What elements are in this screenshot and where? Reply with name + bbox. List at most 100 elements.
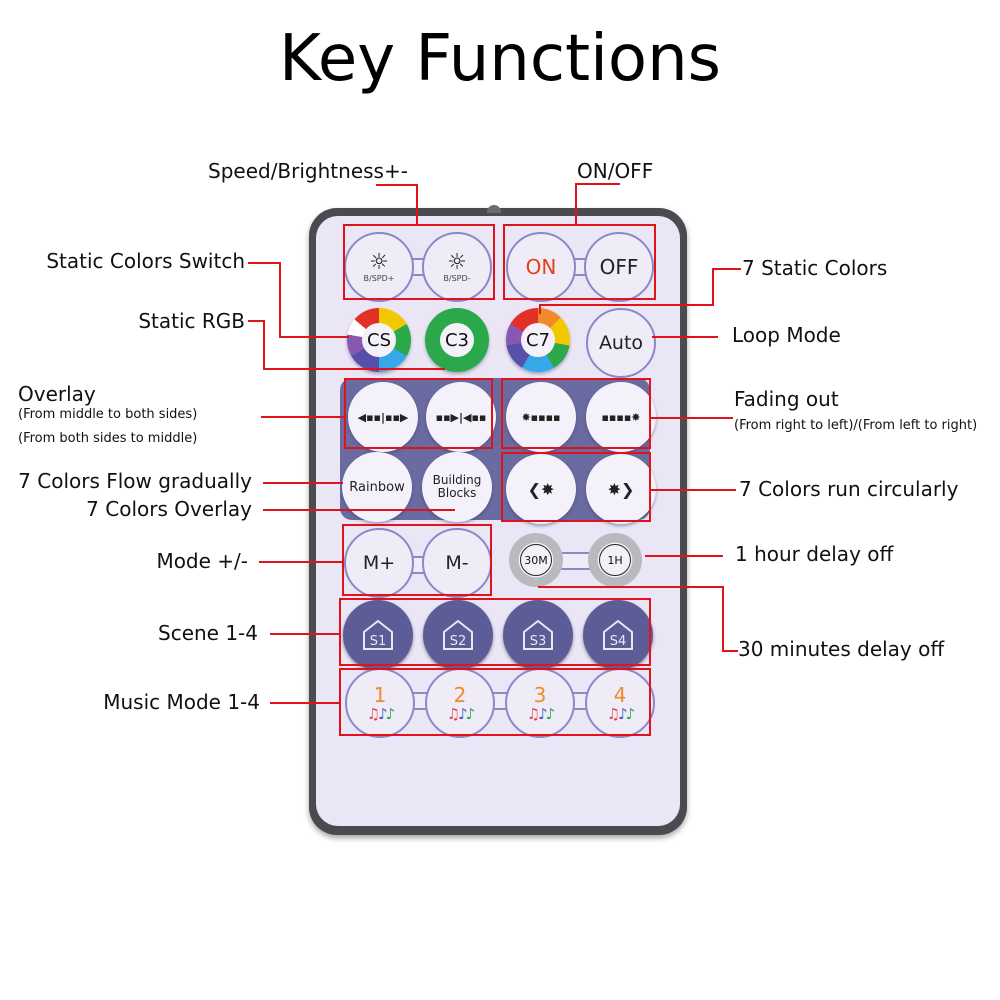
scene-4-button[interactable]: S4 (583, 600, 653, 670)
remote-ir-bump (487, 205, 501, 213)
leader-line (575, 183, 620, 185)
label-7-colors-overlay: 7 Colors Overlay (86, 497, 252, 521)
timer-1h-button[interactable]: 1H (588, 533, 642, 587)
svg-text:S2: S2 (450, 634, 467, 649)
house-icon: S1 (363, 619, 393, 650)
label-mode: Mode +/- (156, 549, 248, 573)
label-music-mode: Music Mode 1-4 (103, 690, 260, 714)
mode-highlight (342, 524, 492, 596)
leader-line (713, 268, 741, 270)
scene-1-button[interactable]: S1 (343, 600, 413, 670)
leader-line (652, 336, 718, 338)
leader-line (538, 586, 724, 588)
music-notes-icon: ♫♪♪ (606, 704, 636, 723)
leader-line (540, 304, 714, 306)
speed-brightness-highlight (343, 224, 495, 300)
chevron-right-star-icon: ✸❯ (607, 479, 635, 499)
overlay-inward-button[interactable]: ▪▪▶|◀▪▪ (426, 382, 496, 452)
leader-line (248, 262, 281, 264)
label-7-static-colors: 7 Static Colors (742, 256, 888, 280)
leader-line (712, 268, 714, 306)
leader-line (651, 489, 736, 491)
scene-3-button[interactable]: S3 (503, 600, 573, 670)
arrows-inward-icon: ▪▪▶|◀▪▪ (435, 410, 487, 424)
leader-line (376, 184, 418, 186)
auto-button[interactable]: Auto (586, 308, 656, 378)
label-loop-mode: Loop Mode (732, 323, 841, 347)
leader-line (263, 320, 265, 370)
leader-line (279, 262, 281, 338)
arrows-outward-icon: ◀▪▪|▪▪▶ (357, 410, 409, 424)
label-overlay: Overlay (18, 382, 96, 406)
label-on-off: ON/OFF (577, 159, 654, 183)
fading-out-highlight (501, 378, 651, 449)
chevron-left-star-icon: ❮✸ (527, 479, 555, 499)
svg-text:S4: S4 (610, 634, 627, 649)
music-highlight (339, 668, 651, 736)
music-1-button[interactable]: 1 ♫♪♪ (345, 668, 415, 738)
off-button[interactable]: OFF (584, 232, 654, 302)
music-notes-icon: ♫♪♪ (526, 704, 556, 723)
c3-button[interactable]: C3 (425, 308, 489, 372)
cs-button[interactable]: CS (347, 308, 411, 372)
music-notes-icon: ♫♪♪ (366, 704, 396, 723)
leader-line (575, 183, 577, 224)
c7-button[interactable]: C7 (506, 308, 570, 372)
on-button[interactable]: ON (506, 232, 576, 302)
timer-30m-button[interactable]: 30M (509, 533, 563, 587)
building-blocks-button[interactable]: Building Blocks (422, 452, 492, 522)
leader-line (248, 320, 265, 322)
overlay-outward-button[interactable]: ◀▪▪|▪▪▶ (348, 382, 418, 452)
leader-line (263, 368, 445, 370)
leader-line (263, 509, 455, 511)
label-fading-out-sub: (From right to left)/(From left to right… (734, 418, 978, 433)
mode-plus-button[interactable]: M+ (344, 528, 414, 598)
label-static-rgb: Static RGB (138, 309, 245, 333)
sun-plus-icon: ☼ (369, 249, 389, 275)
fade-left-icon: ✸▪▪▪▪ (521, 410, 561, 424)
brightness-speed-plus-button[interactable]: ☼ B/SPD+ (344, 232, 414, 302)
scene-highlight (339, 598, 651, 666)
label-overlay-sub2: (From both sides to middle) (18, 431, 198, 446)
house-icon: S4 (603, 619, 633, 650)
leader-line (261, 416, 344, 418)
leader-line (645, 555, 723, 557)
run-left-button[interactable]: ❮✸ (506, 454, 576, 524)
leader-line (279, 336, 349, 338)
mode-minus-button[interactable]: M- (422, 528, 492, 598)
label-30-min-delay: 30 minutes delay off (738, 637, 945, 661)
house-icon: S2 (443, 619, 473, 650)
label-1-hour-delay: 1 hour delay off (735, 542, 894, 566)
label-fading-out: Fading out (734, 387, 839, 411)
scene-2-button[interactable]: S2 (423, 600, 493, 670)
leader-line (722, 650, 738, 652)
run-circularly-highlight (501, 452, 651, 522)
label-overlay-sub1: (From middle to both sides) (18, 407, 198, 422)
fade-right-to-left-button[interactable]: ✸▪▪▪▪ (506, 382, 576, 452)
leader-line (651, 417, 733, 419)
leader-line (722, 586, 724, 652)
fade-right-icon: ▪▪▪▪✸ (601, 410, 641, 424)
overlay-highlight (344, 378, 493, 449)
label-speed-brightness: Speed/Brightness+- (208, 159, 408, 183)
label-static-colors-switch: Static Colors Switch (46, 249, 245, 273)
label-7-colors-flow: 7 Colors Flow gradually (18, 469, 252, 493)
leader-line (263, 482, 343, 484)
leader-line (259, 561, 342, 563)
leader-line (539, 304, 541, 314)
svg-text:S1: S1 (370, 634, 387, 649)
leader-line (270, 633, 339, 635)
leader-line (270, 702, 339, 704)
label-7-colors-run: 7 Colors run circularly (739, 477, 959, 501)
sun-minus-icon: ☼ (447, 249, 467, 275)
run-right-button[interactable]: ✸❯ (586, 454, 656, 524)
label-scene: Scene 1-4 (158, 621, 258, 645)
rainbow-button[interactable]: Rainbow (342, 452, 412, 522)
music-3-button[interactable]: 3 ♫♪♪ (505, 668, 575, 738)
on-off-highlight (503, 224, 656, 300)
house-icon: S3 (523, 619, 553, 650)
page-title: Key Functions (279, 22, 721, 96)
brightness-speed-minus-button[interactable]: ☼ B/SPD- (422, 232, 492, 302)
fade-left-to-right-button[interactable]: ▪▪▪▪✸ (586, 382, 656, 452)
leader-line (416, 184, 418, 224)
